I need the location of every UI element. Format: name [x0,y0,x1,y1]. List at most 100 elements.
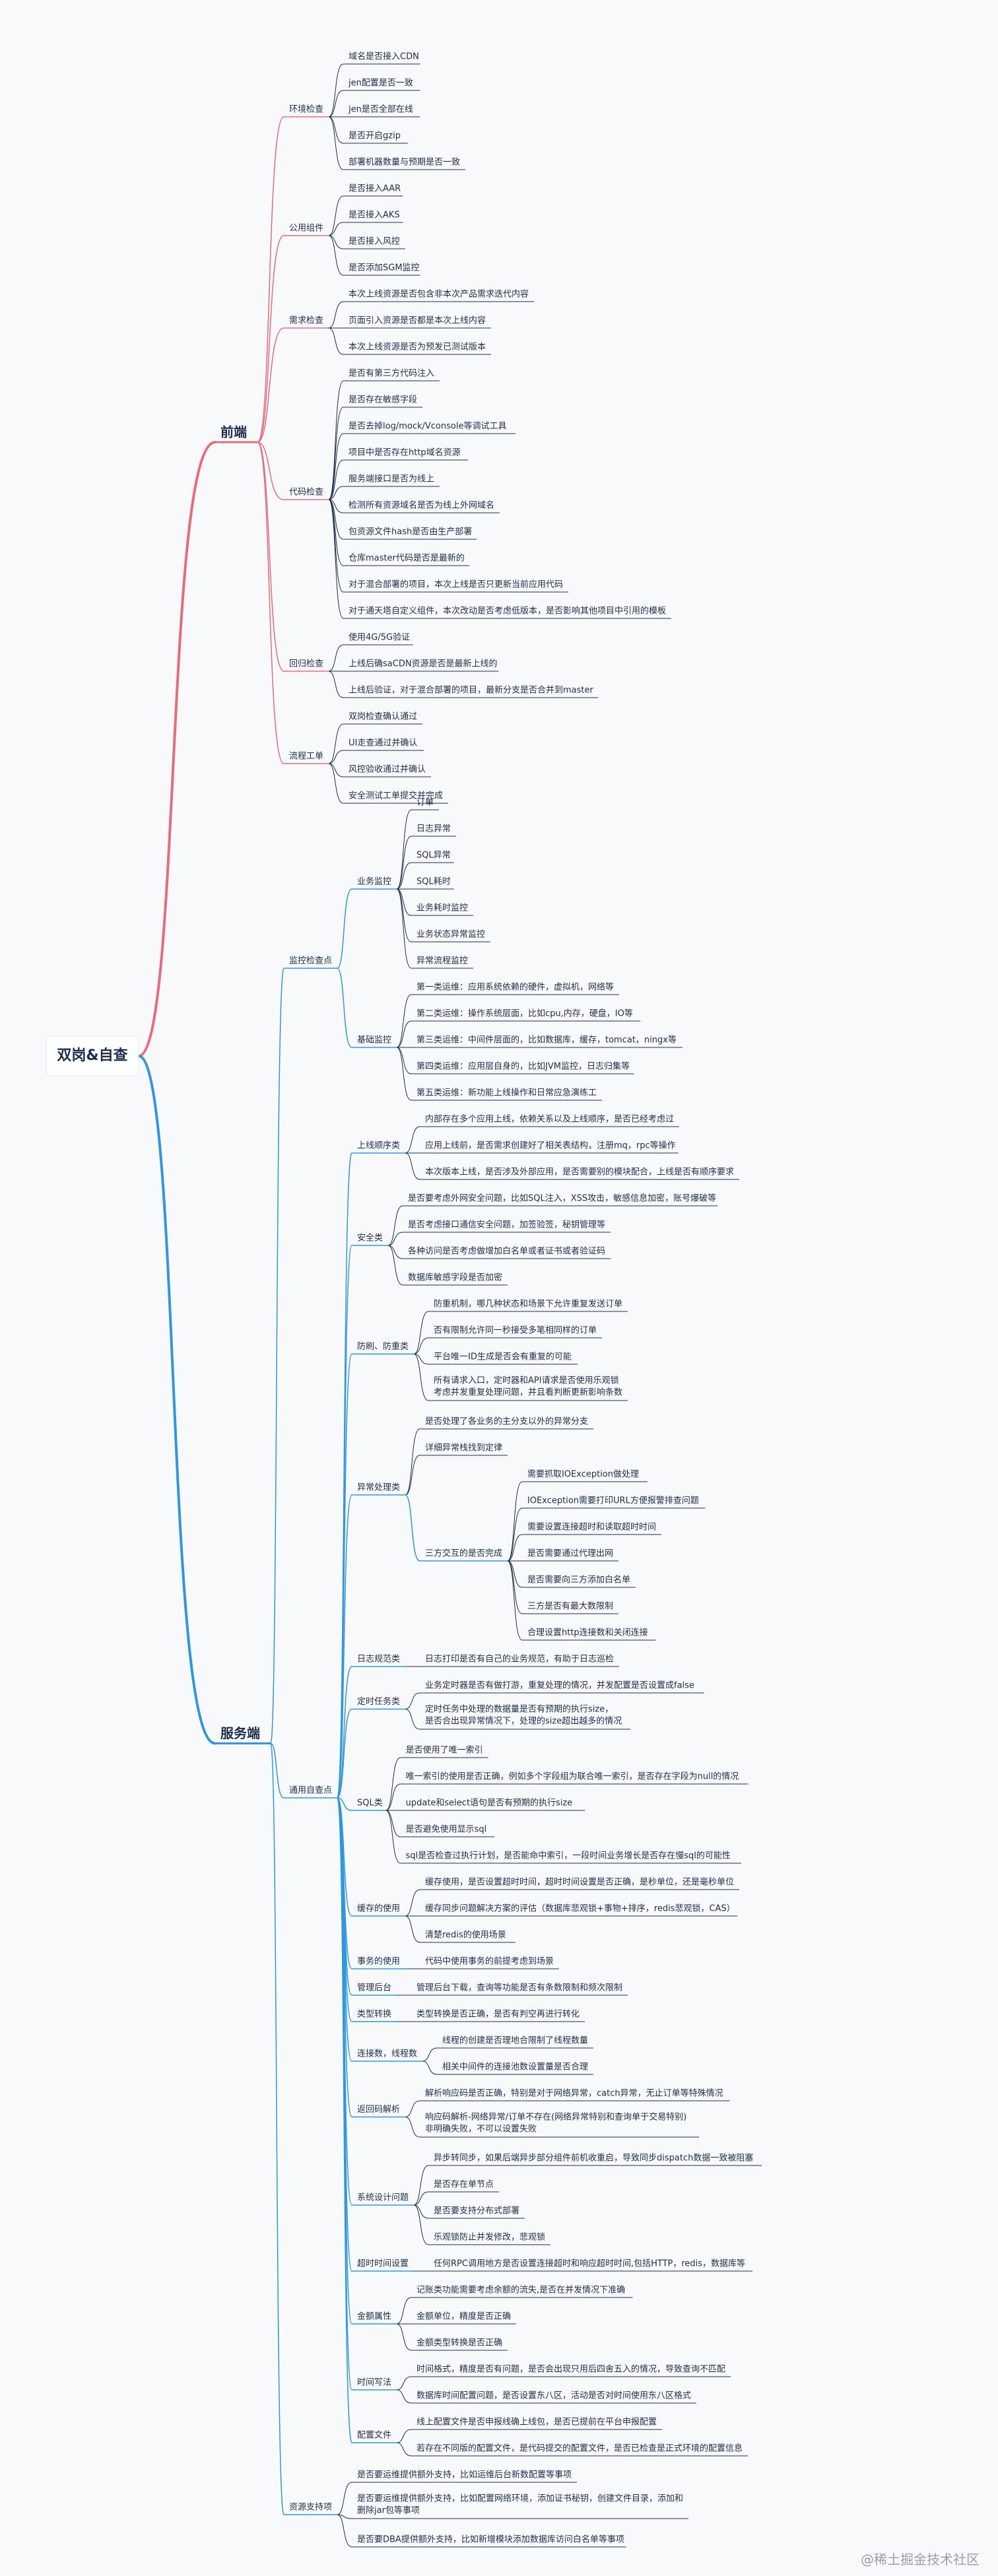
connector [270,1742,284,2515]
connector [413,2191,429,2206]
connector [387,1205,403,1246]
connector [328,499,344,619]
leaf-node: 本次上线资源是否包含非本次产品需求迭代内容 [349,289,529,300]
leaf-node: 详细异常栈找到定律 [425,1443,502,1453]
node-label: 线上配置文件是否申报线确上线包，是否已提前在平台申报配置 [416,2417,657,2427]
leaf-node: 是否使用了唯一索引 [406,1745,483,1756]
node-label: 回归检查 [289,659,323,669]
node-label: 业务监控 [357,876,391,887]
connector [413,2165,429,2206]
connector [337,968,352,1048]
node-label: 记账类功能需要考虑余额的流失,是否在并发情况下准确 [416,2285,625,2295]
node-label: 若存在不同版的配置文件，是代码提交的配置文件，是否已检查是正式环境的配置信息 [416,2443,743,2454]
leaf-node: 是否需要通过代理出网 [527,1549,613,1559]
leaf-node: 上线后确saCDN资源是否是最新上线的 [349,659,498,669]
leaf-node: 线上配置文件是否申报线确上线包，是否已提前在平台申报配置 [416,2417,657,2427]
node-label: 是否有第三方代码注入 [349,368,434,379]
node-label: 域名是否接入CDN [349,51,419,62]
connector [328,327,344,355]
node-label: 本次上线资源是否为预发已测试版本 [349,342,486,352]
leaf-node: 是否接入AAR [349,183,401,194]
node-label: 监控检查点 [289,956,332,966]
connector [257,442,284,500]
node-label: 使用4G/5G验证 [349,632,410,643]
connector [328,195,344,236]
leaf-node: 缓存使用，是否设置超时时间，超时时间设置是否正确，是秒单位，还是毫秒单位 [425,1877,734,1888]
node-label: 是否添加SGM监控 [349,263,420,273]
leaf-node: 是否去掉log/mock/Vconsole等调试工具 [349,421,506,432]
leaf-node: 是否考虑接口通信安全问题，加签验签，秘钥管理等 [408,1220,605,1230]
leaf-node: 检测所有资源域名是否为线上外网域名 [349,500,494,511]
root-node: 双岗&自查 [46,1036,139,1076]
leaf-node: 金额类型转换是否正确 [416,2338,502,2348]
leaf-node: 使用4G/5G验证 [349,632,410,643]
node-label: 线程的创建是否理地合限制了线程数量 [442,2035,588,2046]
connector [396,862,412,890]
connector [337,1708,352,1799]
node-label: 需要设置连接超时和读取超时时间 [527,1522,656,1533]
branch-backend: 服务端 [220,1725,260,1741]
node-label: 项目中是否存在http域名资源 [349,447,461,458]
connector [328,499,344,593]
node-label: 日志打印是否有自己的业务规范，有助于日志巡检 [425,1654,614,1665]
node-label: 定时任务中处理的数据量是否有预期的执行size， [425,1704,613,1715]
connector [507,1481,523,1562]
leaf-node: 解析响应码是否正确，特别是对于网络异常，catch异常，无止订单等特殊情况 [425,2088,723,2099]
leaf-node: 仓库master代码是否是最新的 [349,553,465,564]
connector [507,1507,523,1562]
node-label: 服务端接口是否为线上 [349,474,434,484]
node-label: 代码中使用事务的前提考虑到场景 [425,1956,554,1967]
connector [328,671,344,698]
leaf-node: 响应码解析-网络异常/订单不存在(网络异常特别和查询单于交易特别)非明确失败，不… [425,2112,686,2134]
connector [387,1245,403,1259]
node-label: 是否存在单节点 [434,2180,494,2190]
leaf-node: 是否要支持分布式部署 [434,2206,519,2216]
leaf-node: 若存在不同版的配置文件，是代码提交的配置文件，是否已检查是正式环境的配置信息 [416,2443,743,2454]
node-label: 业务定时器是否有做打游，重复处理的情况，并发配置是否设置成false [425,1680,694,1691]
connector [328,116,344,170]
leaf-node: jen配置是否一致 [348,79,413,88]
node-label: SQL类 [357,1799,383,1808]
connector [396,2376,412,2391]
node-label: 安全类 [357,1233,383,1243]
connector [337,1353,352,1799]
leaf-node: 订单 [416,798,434,808]
node-label: 清楚redis的使用场景 [425,1930,506,1940]
node-label: 异常处理类 [357,1483,400,1493]
connector [328,486,344,500]
connector [422,2047,438,2062]
node-label: 删除jar包等事项 [357,2505,420,2516]
node-label: 乐观锁防止并发修改，悲观锁 [434,2232,545,2243]
group-node: 缓存的使用 [357,1903,400,1914]
node-label: 第三类运维：中间件层面的，比如数据库，缓存，tomcat，ningx等 [416,1035,677,1045]
node-label: 缓存同步问题解决方案的评估（数据库悲观锁+事物+排序，redis悲观锁，CAS） [425,1903,735,1914]
node-label: 定时任务类 [357,1696,400,1707]
leaf-node: SQL耗时 [416,877,451,887]
connector [396,809,412,890]
connector [328,644,344,672]
leaf-node: 日志打印是否有自己的业务规范，有助于日志巡检 [425,1654,614,1665]
connector [405,2117,420,2138]
node-label: 三方交互的是否完成 [425,1548,502,1559]
connector [328,235,344,249]
node-label: 时间格式，精度是否有问题，是否会出现只用后四舍五入的情况，导致查询不匹配 [416,2364,725,2375]
leaf-node: 是否需要向三方添加白名单 [527,1575,630,1585]
connector [328,763,344,777]
node-label: 内部存在多个应用上线，依赖关系以及上线顺序，是否已经考虑过 [425,1114,674,1125]
connector [328,235,344,276]
node-label: 防刷、防重类 [357,1341,409,1352]
connector [385,1810,401,1864]
node-label: 事务的使用 [357,1956,400,1967]
connector [328,63,344,117]
group-node: 时间写法 [357,2378,391,2388]
node-label: 第二类运维：操作系统层面，比如cpu,内存，硬盘，IO等 [416,1008,633,1019]
connector [328,116,344,144]
node-label: 管理后台 [357,1983,391,1993]
leaf-node: 管理后台下载，查询等功能是否有条数限制和频次限制 [416,1983,622,1993]
node-label: 需要抓取IOException做处理 [527,1470,639,1480]
node-label: 详细异常栈找到定律 [425,1443,502,1453]
leaf-node: 三方是否有最大数限制 [527,1601,613,1612]
connector [328,222,344,236]
node-label: 是否需要通过代理出网 [527,1549,613,1559]
node-label: 时间写法 [357,2378,391,2388]
